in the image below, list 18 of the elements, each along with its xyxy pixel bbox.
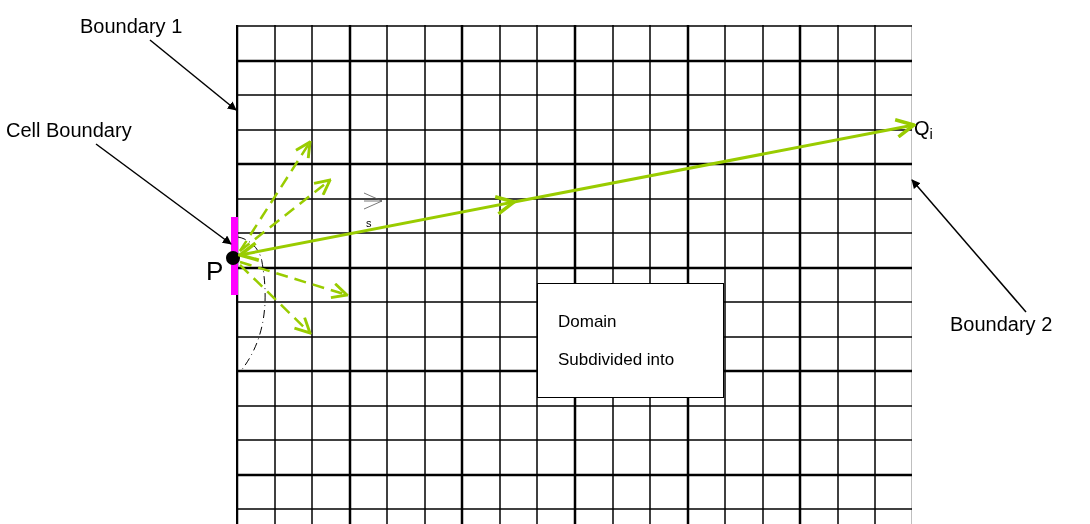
ray-arrow [239,178,332,252]
boundary-label: Boundary 2 [950,312,1086,338]
ray-arrow [238,140,312,252]
box-text: Domain [558,311,618,333]
arrow [149,39,237,111]
arrow [911,179,1027,313]
ray-arrow [239,264,312,335]
text-box [537,283,724,398]
grid-domain [236,25,912,524]
box-text: Subdivided into [558,348,676,371]
arrow [238,118,916,262]
point-label: P [206,258,224,284]
boundary-label: Boundary 1 [80,14,200,40]
ray-arrow [239,260,349,300]
vector-label: s [366,218,372,229]
arrow [95,143,232,245]
boundary-label: Cell Boundary [6,118,181,144]
boundary-label: Q$_{i}$ [914,116,954,148]
